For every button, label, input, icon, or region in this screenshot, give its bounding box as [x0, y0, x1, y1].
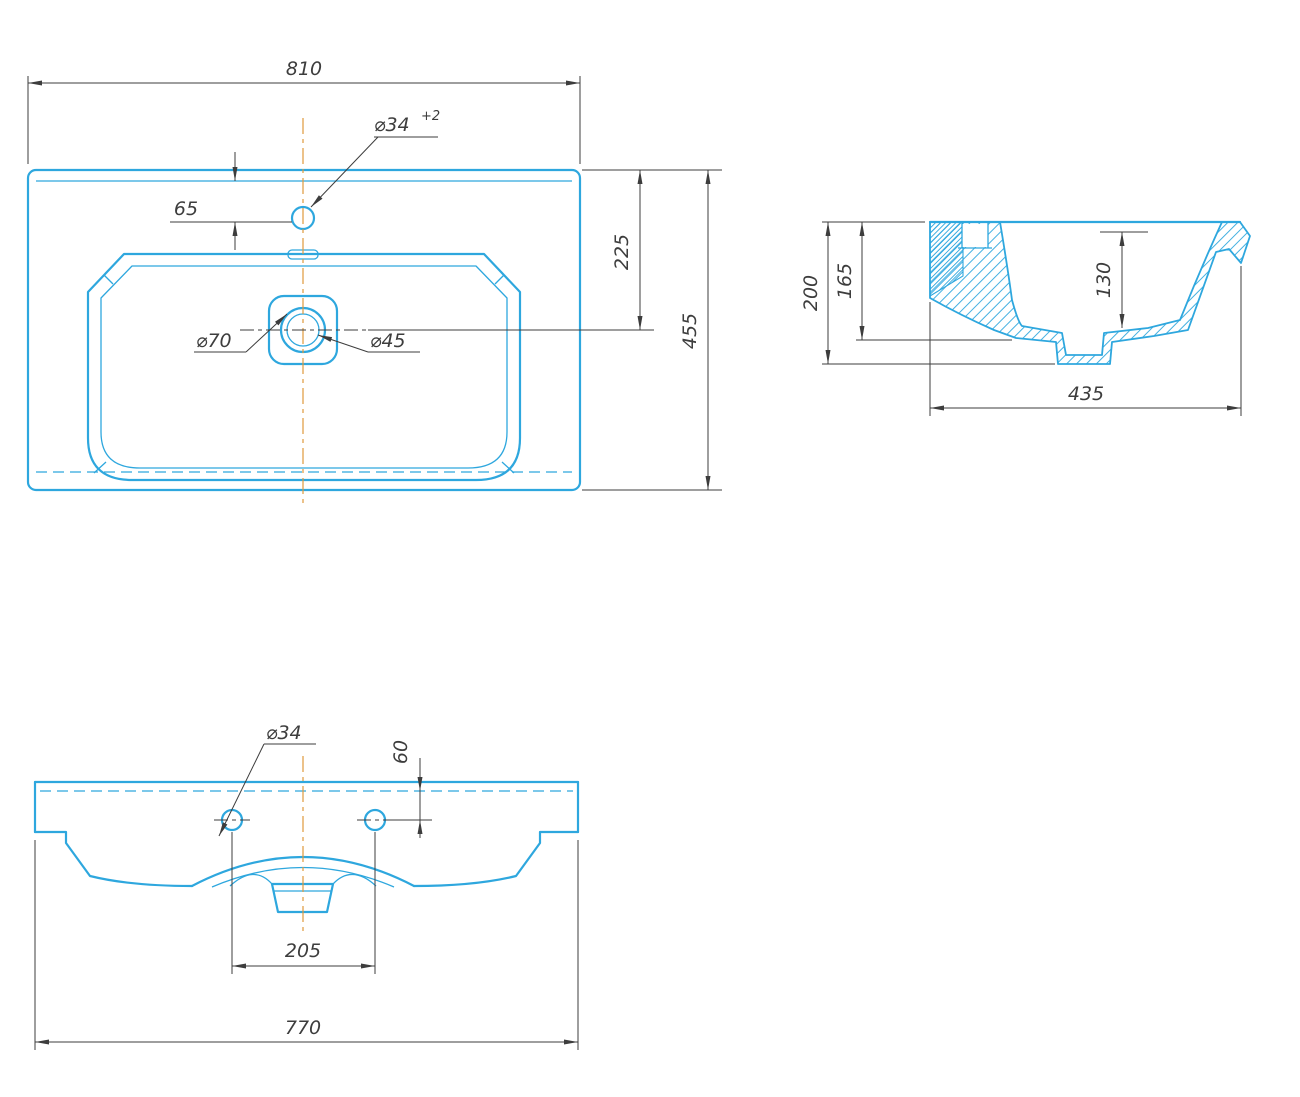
dimension-drain-45: ⌀45 — [317, 330, 420, 353]
dimension-770: 770 — [34, 840, 579, 1050]
dimension-130: 130 — [1093, 231, 1148, 328]
dimension-200: 200 — [800, 221, 1055, 365]
arrowhead — [825, 350, 831, 364]
dim-label-drain-offset: 225 — [611, 234, 633, 270]
dim-label-inner-depth: 130 — [1093, 262, 1115, 298]
arrowhead — [1119, 314, 1125, 328]
arrowhead — [930, 405, 944, 411]
dim-label-basin-height: 165 — [834, 263, 856, 299]
dimension-455: 455 — [582, 170, 722, 491]
dim-label-hole-spacing: 205 — [285, 940, 321, 962]
arrowhead — [35, 1039, 49, 1045]
dim-label-faucet-hole-tolerance: +2 — [421, 109, 440, 124]
arrowhead — [275, 314, 287, 326]
dim-label-bottom-width: 770 — [285, 1017, 321, 1039]
arrowhead — [318, 335, 333, 342]
dimension-165: 165 — [834, 222, 1012, 341]
arrowhead — [417, 820, 423, 834]
dimension-810: 810 — [27, 58, 581, 164]
arrowhead — [1119, 232, 1125, 246]
arrowhead — [311, 195, 323, 207]
top-view: 810 ⌀34 +2 65 225 — [26, 58, 722, 508]
dimension-435: 435 — [929, 266, 1242, 416]
dim-label-overall-width: 810 — [286, 58, 322, 80]
dim-label-faucet-hole: ⌀34 — [374, 114, 410, 136]
dim-label-hole-top-offset: 60 — [390, 740, 412, 764]
arrowhead — [859, 222, 865, 236]
arrowhead — [232, 963, 246, 969]
arrowhead — [705, 476, 711, 490]
dim-label-faucet-offset: 65 — [174, 198, 198, 220]
dim-label-basin-depth: 435 — [1068, 383, 1104, 405]
basin-corner-edge — [501, 461, 515, 474]
apron-left-edge — [33, 830, 194, 888]
basin-corner-edge — [93, 461, 107, 474]
dim-label-drain-hole: ⌀45 — [370, 330, 406, 352]
arrowhead — [219, 822, 228, 836]
drain-trap — [270, 882, 335, 914]
arrowhead — [825, 222, 831, 236]
arrowhead — [566, 80, 580, 86]
arrowhead — [859, 326, 865, 340]
dimension-60: 60 — [388, 740, 432, 838]
arrowhead — [637, 316, 643, 330]
arrowhead — [417, 777, 423, 791]
drain-boss-left — [229, 873, 273, 887]
front-view-outline — [33, 756, 580, 932]
dimension-225: 225 — [368, 169, 722, 331]
arrowhead — [232, 222, 238, 236]
drain-boss-right — [332, 873, 377, 887]
dim-label-drain-recess: ⌀70 — [196, 330, 232, 352]
arrowhead — [564, 1039, 578, 1045]
front-view: ⌀34 60 205 770 — [33, 722, 580, 1050]
dimension-faucet-hole: ⌀34 +2 — [310, 109, 440, 208]
basin-corner-edge — [494, 274, 505, 285]
dim-label-front-hole: ⌀34 — [266, 722, 302, 744]
dim-label-overall-height: 200 — [800, 275, 822, 311]
basin-corner-edge — [103, 274, 114, 285]
apron-right-edge — [412, 830, 580, 888]
arrowhead — [637, 170, 643, 184]
dim-label-overall-depth: 455 — [679, 313, 701, 349]
arrowhead — [705, 170, 711, 184]
side-section-view: 200 165 130 435 — [800, 220, 1251, 416]
faucet-hole-gap — [962, 224, 988, 247]
arrowhead — [1227, 405, 1241, 411]
dimension-205: 205 — [231, 832, 376, 974]
basin-bottom-contour — [100, 265, 508, 469]
arrowhead — [361, 963, 375, 969]
section-material — [929, 221, 1251, 365]
arrowhead — [232, 167, 238, 181]
arrowhead — [28, 80, 42, 86]
dimension-drain-70: ⌀70 — [194, 313, 288, 353]
dimension-65: 65 — [170, 152, 292, 250]
basin-rim-contour — [86, 252, 522, 482]
top-view-outline — [26, 118, 582, 508]
dimension-front-hole: ⌀34 — [218, 722, 316, 837]
